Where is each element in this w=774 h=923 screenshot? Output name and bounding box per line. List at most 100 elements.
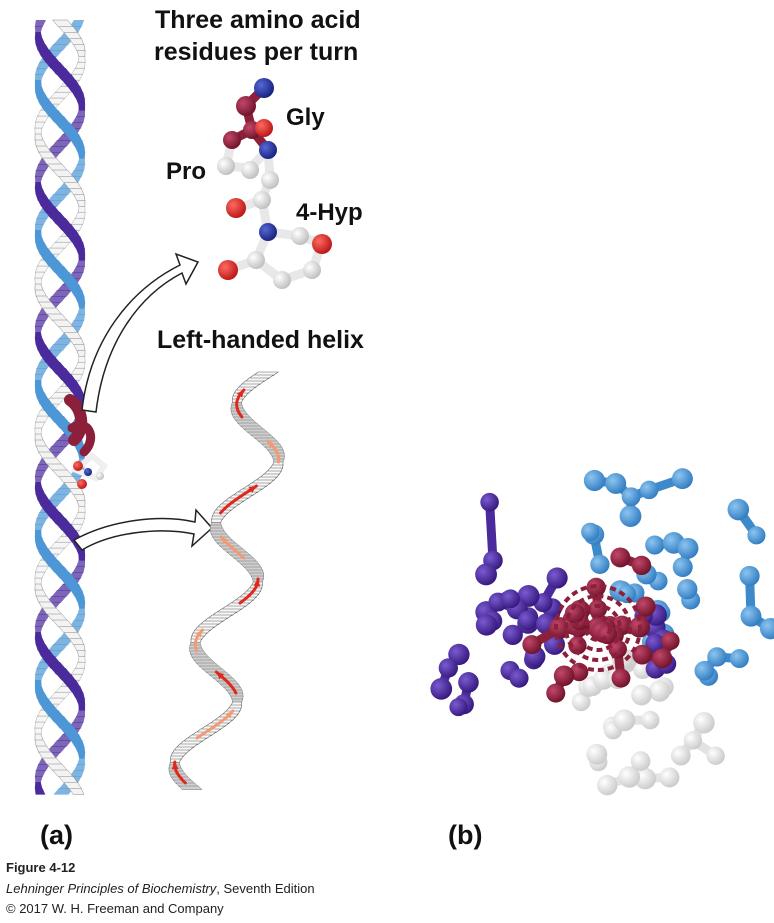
strand-dark-purple-segment <box>45 362 66 369</box>
strand-white-segment <box>34 289 48 297</box>
atom <box>518 610 538 630</box>
atom <box>619 505 642 528</box>
atom <box>677 537 699 559</box>
atom <box>618 766 641 788</box>
strand-white-segment <box>46 163 69 171</box>
strand-dark-purple-segment <box>76 260 86 267</box>
atom <box>677 579 698 600</box>
atom <box>672 557 693 578</box>
strand-light-blue-segment <box>34 224 44 231</box>
strand-white-segment <box>51 319 74 327</box>
strand-white-segment <box>34 127 43 135</box>
helix-ribbon-back-segment <box>178 785 203 790</box>
strand-light-blue-segment <box>34 536 45 543</box>
strand-light-blue-segment <box>34 386 45 393</box>
strand-light-blue-segment <box>43 110 64 117</box>
strand-dark-purple-segment <box>37 350 55 357</box>
strand-dark-purple-segment <box>34 788 46 795</box>
strand-white-segment <box>70 217 85 225</box>
strand-dark-purple-segment <box>67 386 84 393</box>
strand-light-blue-segment <box>74 146 86 153</box>
strand-dark-purple-segment <box>37 50 55 57</box>
strand-dark-purple-segment <box>37 650 55 657</box>
atom <box>588 599 608 619</box>
strand-white-segment <box>49 691 71 699</box>
strand-white-segment <box>46 763 69 771</box>
strand-light-blue-segment <box>35 368 48 375</box>
strand-dark-purple-segment <box>34 32 43 39</box>
atom <box>747 526 766 545</box>
strand-dark-purple-segment <box>71 92 85 99</box>
strand-white-segment <box>70 667 85 675</box>
strand-dark-purple-segment <box>72 566 85 573</box>
strand-dark-purple-segment <box>75 698 86 705</box>
strand-white-segment <box>68 787 85 795</box>
strand-white-segment <box>34 721 46 729</box>
strand-white-segment <box>35 565 50 573</box>
strand-white-segment <box>34 583 44 591</box>
strand-white-segment <box>49 241 71 249</box>
strand-dark-purple-segment <box>34 26 43 33</box>
strand-light-blue-segment <box>65 134 83 141</box>
atom <box>586 743 608 765</box>
strand-dark-purple-segment <box>72 266 85 273</box>
atom <box>670 745 691 766</box>
figure-number: Figure 4-12 <box>6 860 76 875</box>
strand-white-segment <box>72 643 86 651</box>
title-line-2: residues per turn <box>154 38 359 66</box>
strand-light-blue-segment <box>34 230 42 237</box>
strand-white-segment <box>35 145 52 153</box>
strand-dark-purple-segment <box>51 740 72 747</box>
atom <box>635 596 656 617</box>
atom <box>581 522 600 542</box>
strand-dark-purple-segment <box>35 464 51 471</box>
strand-white-segment <box>46 313 69 321</box>
strand-white-segment <box>68 637 85 645</box>
strand-light-blue-segment <box>48 194 69 201</box>
strand-white-segment <box>77 55 86 63</box>
strand-light-blue-segment <box>70 590 85 597</box>
strand-light-blue-segment <box>34 674 44 681</box>
strand-dark-purple-segment <box>35 194 50 201</box>
strand-dark-purple-segment <box>78 704 86 711</box>
strand-dark-purple-segment <box>34 632 43 639</box>
strand-white-segment <box>46 613 69 621</box>
strand-dark-purple-segment <box>34 482 43 489</box>
strand-white-segment <box>46 463 69 471</box>
atom <box>739 565 760 586</box>
strand-dark-purple-segment <box>34 488 46 495</box>
strand-white-segment <box>35 265 50 273</box>
atom <box>645 633 665 654</box>
strand-white-segment <box>76 49 86 57</box>
atom <box>480 492 499 512</box>
atom <box>683 731 703 750</box>
strand-light-blue-segment <box>48 116 70 123</box>
strand-dark-purple-segment <box>46 146 67 153</box>
atom <box>759 617 774 640</box>
strand-white-segment <box>34 571 46 579</box>
strand-light-blue-segment <box>53 38 74 45</box>
atom <box>648 680 671 702</box>
strand-dark-purple-segment <box>67 86 84 93</box>
strand-dark-purple-segment <box>46 746 67 753</box>
strand-dark-purple-segment <box>61 80 81 87</box>
strand-dark-purple-segment <box>46 596 67 603</box>
strand-dark-purple-segment <box>61 380 81 387</box>
strand-light-blue-segment <box>36 98 53 105</box>
strand-dark-purple-segment <box>34 620 47 627</box>
strand-light-blue-segment <box>48 44 69 51</box>
strand-white-segment <box>35 445 52 453</box>
curved-arrow-icon <box>81 252 200 413</box>
strand-white-segment <box>70 367 85 375</box>
strand-light-blue-segment <box>53 638 74 645</box>
strand-dark-purple-segment <box>34 188 46 195</box>
strand-dark-purple-segment <box>35 644 50 651</box>
strand-white-segment <box>76 349 86 357</box>
strand-light-blue-segment <box>70 290 85 297</box>
atom <box>659 767 680 788</box>
atom <box>693 711 715 734</box>
strand-dark-purple-segment <box>35 494 50 501</box>
strand-dark-purple-segment <box>34 326 43 333</box>
strand-light-blue-segment <box>69 170 85 177</box>
strand-white-segment <box>68 37 85 45</box>
